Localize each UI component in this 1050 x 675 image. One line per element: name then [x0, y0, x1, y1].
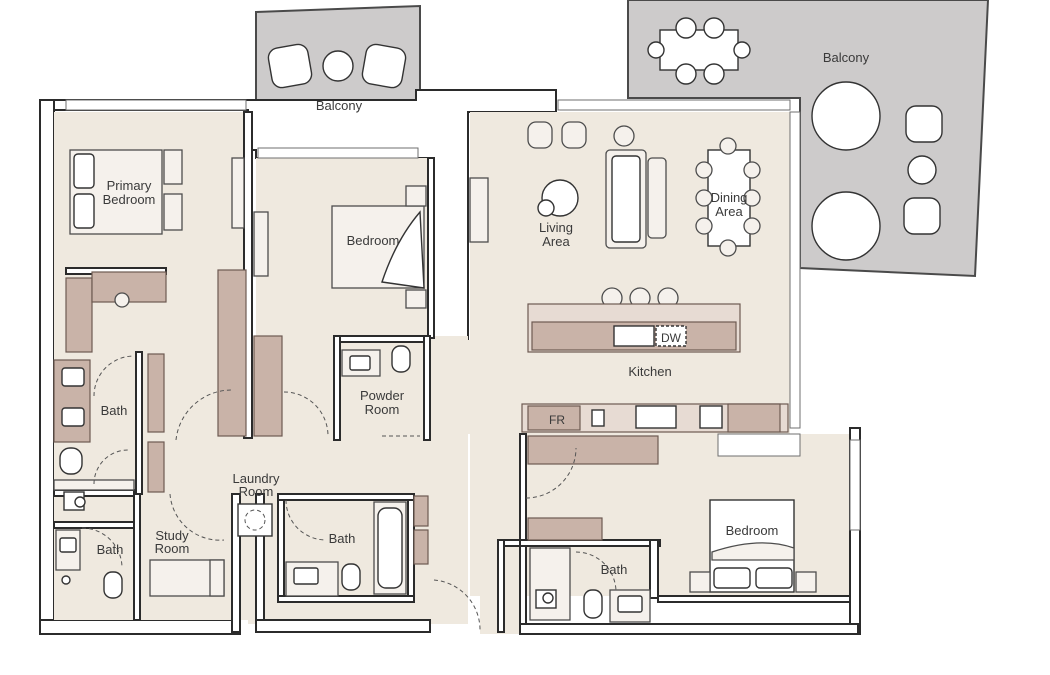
- center-bed: [331, 185, 427, 309]
- windows: [65, 99, 861, 531]
- label-bath-right: Bath: [601, 562, 628, 577]
- right-closet: [527, 517, 603, 541]
- label-primary-bedroom-1: Primary: [107, 178, 152, 193]
- kitchen-counter: [521, 403, 789, 465]
- label-dining-1: Dining: [711, 190, 748, 205]
- center-bedroom-door: [283, 391, 329, 437]
- label-kitchen: Kitchen: [628, 364, 671, 379]
- center-closet: [253, 335, 283, 437]
- label-bedroom-right: Bedroom: [726, 523, 779, 538]
- label-dishwasher: DW: [661, 331, 682, 345]
- interior-walls: [53, 111, 861, 635]
- label-balcony-left: Balcony: [316, 98, 363, 113]
- right-bed: [689, 499, 817, 593]
- label-fridge: FR: [549, 413, 565, 427]
- label-balcony-right: Balcony: [823, 50, 870, 65]
- label-primary-bedroom-2: Bedroom: [103, 192, 156, 207]
- label-powder-1: Powder: [360, 388, 405, 403]
- label-study-1: Study: [155, 528, 189, 543]
- kitchen-door-swing: [525, 447, 577, 499]
- label-laundry-2: Room: [239, 484, 274, 499]
- kitchen-island: [527, 287, 741, 353]
- label-living-1: Living: [539, 220, 573, 235]
- entry-door-swing: [433, 579, 481, 631]
- living-furniture: [469, 121, 667, 249]
- west-wall: [39, 99, 55, 633]
- right-bath-fixtures: [529, 547, 651, 623]
- label-bedroom-center: Bedroom: [347, 233, 400, 248]
- label-powder-2: Room: [365, 402, 400, 417]
- label-bath-primary: Bath: [101, 403, 128, 418]
- label-study-2: Room: [155, 541, 190, 556]
- label-bath-center: Bath: [329, 531, 356, 546]
- primary-bath-fixtures: [53, 353, 165, 511]
- living-door-handle: [469, 177, 489, 243]
- laundry-fixtures: [175, 389, 273, 537]
- balcony-left-furniture: [267, 43, 407, 89]
- primary-wardrobe-handle: [231, 157, 245, 229]
- center-wardrobe-handle: [253, 211, 269, 277]
- south-wall-left: [39, 619, 241, 635]
- balcony-right-furniture: [647, 17, 943, 261]
- label-bath-small: Bath: [97, 542, 124, 557]
- center-bath-fixtures: [285, 495, 429, 597]
- powder-fixtures: [341, 345, 420, 437]
- primary-closet: [65, 269, 247, 437]
- primary-bed: [69, 149, 183, 235]
- label-living-2: Area: [542, 234, 570, 249]
- small-bath-fixtures: [55, 527, 123, 599]
- study-furniture: [149, 493, 225, 597]
- dining-furniture: [695, 137, 761, 257]
- label-dining-2: Area: [715, 204, 743, 219]
- label-laundry-1: Laundry: [233, 471, 280, 486]
